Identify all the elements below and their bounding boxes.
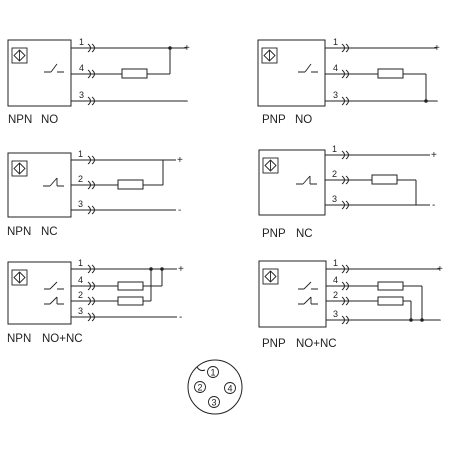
positive-sign: +	[178, 264, 184, 275]
load-resistor	[117, 281, 144, 291]
pin-label: 3	[78, 199, 83, 209]
sensor-body	[257, 39, 326, 107]
connector-pin-label: 1	[211, 368, 216, 378]
caption-type: PNP	[262, 114, 286, 126]
caption-type: NPN	[8, 114, 32, 126]
sensor-face-box	[261, 47, 278, 64]
negative-sign: -	[179, 312, 182, 323]
negative-sign: -	[178, 205, 181, 216]
pin-label: 2	[332, 169, 337, 179]
caption-type: NPN	[7, 226, 31, 238]
sensor-face-box	[11, 269, 28, 286]
switch-nc-icon	[298, 296, 318, 305]
connector-pinout: 1 2 3 4	[187, 359, 243, 415]
caption-mode: NC	[296, 228, 313, 240]
sensor-body	[258, 260, 327, 328]
switch-no-icon	[44, 63, 64, 73]
negative-sign: -	[435, 96, 438, 107]
sensor-face-box	[262, 157, 279, 174]
pin-label: 1	[332, 144, 337, 154]
connector-key-notch	[196, 366, 206, 372]
positive-sign: +	[431, 150, 437, 161]
pin-label: 1	[333, 37, 338, 47]
connector-pin-4	[224, 382, 236, 394]
pin-label: 2	[78, 174, 83, 184]
pin-label: 3	[332, 194, 337, 204]
connector-pin-3	[208, 396, 220, 408]
pin-label: 1	[333, 258, 338, 268]
negative-sign: -	[438, 315, 441, 326]
pin-label: 3	[78, 306, 83, 316]
load-resistor	[377, 68, 404, 79]
sensor-body	[258, 149, 326, 216]
pin-label: 3	[333, 309, 338, 319]
pin-label: 2	[78, 290, 83, 300]
pin-label: 4	[78, 275, 83, 285]
switch-no-icon	[44, 281, 64, 290]
load-resistor	[117, 179, 144, 190]
caption-type: PNP	[262, 228, 286, 240]
caption-mode: NC	[41, 226, 58, 238]
positive-sign: +	[184, 43, 190, 54]
sensor-face-box	[11, 47, 28, 64]
connector-pin-2	[194, 381, 206, 393]
connector-outline	[187, 359, 243, 415]
load-resistor	[121, 68, 148, 79]
connector-pin-label: 4	[228, 384, 233, 394]
pin-label: 2	[333, 290, 338, 300]
connector-pin-label: 2	[198, 383, 203, 393]
panel-pnp-no-nc: 1 4 2 3 + - PNP NO+NC	[258, 258, 443, 350]
caption-mode: NO	[295, 114, 312, 126]
negative-sign: -	[432, 200, 435, 211]
connector-pin-1	[207, 366, 219, 378]
pin-label: 4	[333, 63, 338, 73]
connector-pin-label: 3	[212, 398, 217, 408]
positive-sign: +	[434, 43, 440, 54]
pin-label: 3	[79, 90, 84, 100]
pin-label: 1	[78, 258, 83, 268]
sensor-body	[7, 152, 72, 218]
load-resistor	[377, 296, 404, 306]
panel-pnp-no: 1 4 3 + - PNP NO	[257, 37, 440, 126]
panel-npn-no-nc: 1 4 2 3 + - NPN NO+NC	[7, 258, 184, 345]
positive-sign: +	[177, 155, 183, 166]
switch-nc-icon	[296, 175, 317, 185]
pin-label: 1	[79, 37, 84, 47]
panel-pnp-nc: 1 2 3 + - PNP NC	[258, 144, 437, 240]
sensor-face-box	[11, 160, 28, 177]
caption-type: PNP	[262, 338, 286, 350]
pin-label: 4	[79, 63, 84, 73]
caption-mode: NO+NC	[296, 338, 337, 350]
load-resistor	[377, 281, 404, 291]
load-resistor	[117, 296, 144, 306]
panel-npn-no: 1 4 3 + - NPN NO	[7, 37, 190, 126]
sensor-body	[7, 39, 72, 107]
pin-label: 3	[333, 90, 338, 100]
sensor-body	[7, 261, 72, 325]
switch-no-icon	[298, 281, 318, 290]
pin-label: 4	[333, 275, 338, 285]
panel-npn-nc: 1 2 3 + - NPN NC	[7, 149, 183, 238]
switch-no-icon	[298, 63, 318, 73]
switch-nc-icon	[43, 177, 64, 187]
load-resistor	[371, 174, 398, 185]
caption-type: NPN	[7, 333, 31, 345]
caption-mode: NO	[41, 114, 58, 126]
negative-sign: -	[185, 96, 188, 107]
pin-label: 1	[78, 149, 83, 159]
positive-sign: +	[437, 264, 443, 275]
caption-mode: NO+NC	[42, 333, 83, 345]
switch-nc-icon	[44, 296, 64, 305]
sensor-face-box	[262, 268, 279, 285]
